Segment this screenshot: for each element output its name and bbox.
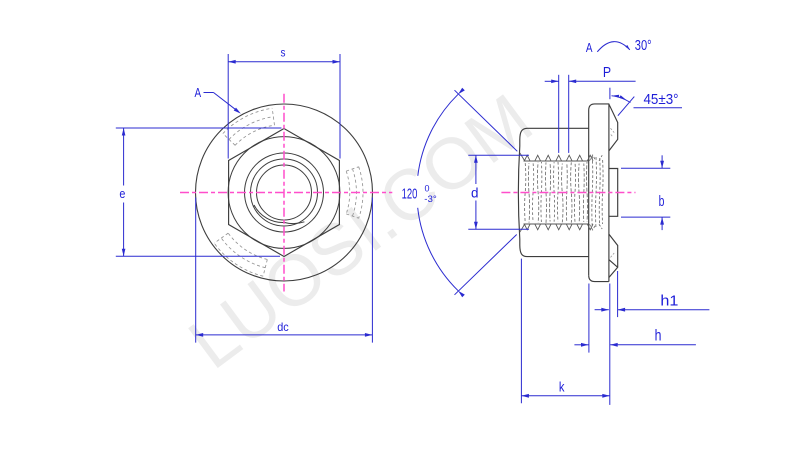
svg-text:A: A	[195, 85, 202, 100]
svg-text:30°: 30°	[635, 38, 652, 54]
svg-text:h: h	[655, 328, 662, 345]
svg-text:45±3°: 45±3°	[644, 92, 679, 108]
svg-text:120: 120	[402, 186, 418, 203]
svg-text:k: k	[559, 378, 565, 394]
svg-text:d: d	[471, 184, 479, 200]
svg-text:dc: dc	[277, 320, 289, 334]
svg-text:P: P	[603, 65, 611, 81]
svg-text:-3°: -3°	[424, 194, 437, 204]
svg-text:b: b	[659, 194, 665, 210]
svg-text:A: A	[586, 40, 593, 55]
svg-text:0: 0	[425, 184, 430, 194]
svg-text:s: s	[281, 46, 286, 60]
svg-text:e: e	[119, 186, 125, 201]
svg-text:h1: h1	[660, 292, 678, 309]
